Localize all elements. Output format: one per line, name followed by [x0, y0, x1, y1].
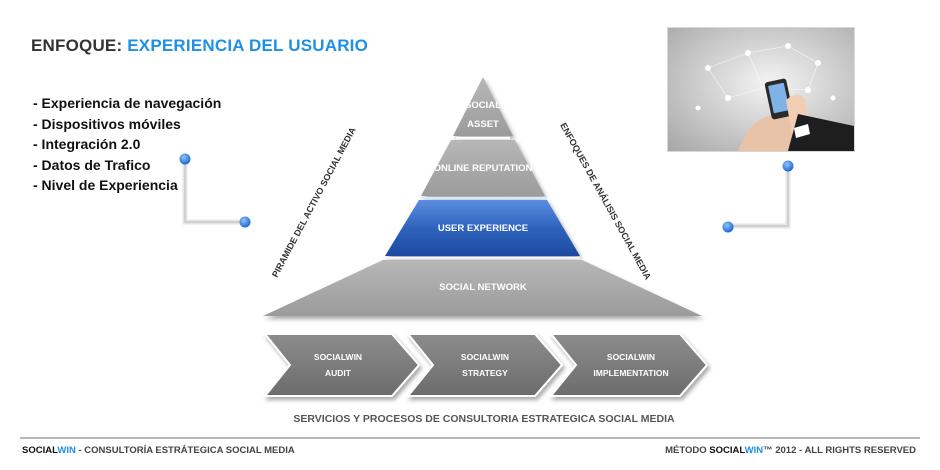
- left-connector: [179, 153, 251, 228]
- list-item: - Integración 2.0: [33, 136, 141, 152]
- social-network-photo: [667, 27, 855, 152]
- list-item: - Dispositivos móviles: [33, 115, 181, 132]
- pyramid-level-online-reputation: [421, 140, 545, 196]
- process-flow: [262, 333, 709, 397]
- connector-dot: [722, 221, 734, 233]
- connector-dot: [782, 160, 794, 172]
- pyramid-level-user-experience: [385, 200, 580, 256]
- level-label: SOCIAL NETWORK: [439, 282, 527, 293]
- footer-tagline: - CONSULTORÍA ESTRÁTEGICA SOCIAL MEDIA: [75, 445, 295, 456]
- footer-brand-a: SOCIAL: [22, 445, 58, 456]
- footer-method: MÉTODO: [665, 445, 710, 456]
- process-label: SOCIALWIN: [461, 352, 509, 362]
- right-connector: [722, 160, 794, 233]
- process-label: IMPLEMENTATION: [593, 368, 668, 378]
- hand-with-phone-icon: [738, 78, 854, 151]
- connector-dot: [239, 216, 251, 228]
- footer-brand-b: WIN: [744, 445, 764, 456]
- services-caption: SERVICIOS Y PROCESOS DE CONSULTORIA ESTR…: [293, 413, 675, 425]
- list-item: - Nivel de Experiencia: [33, 177, 178, 193]
- process-arrow-implementation: [548, 333, 709, 397]
- footer-brand-a: SOCIAL: [709, 445, 745, 456]
- level-label: USER EXPERIENCE: [438, 223, 528, 234]
- level-label: SOCIAL: [465, 100, 501, 111]
- page-title: ENFOQUE: EXPERIENCIA DEL USUARIO: [31, 36, 368, 56]
- pyramid-level-social-asset: [453, 77, 513, 136]
- process-arrow-audit: [262, 333, 421, 397]
- process-label: SOCIALWIN: [314, 352, 362, 362]
- pyramid-level-social-network: [263, 260, 702, 316]
- level-label: ASSET: [467, 119, 499, 130]
- process-label: AUDIT: [325, 368, 352, 378]
- footer-right: MÉTODO SOCIALWIN™ 2012 - ALL RIGHTS RESE…: [665, 445, 916, 456]
- connector-dot: [179, 153, 191, 165]
- level-label: ONLINE REPUTATION: [434, 163, 533, 174]
- list-item: - Experiencia de navegación: [33, 95, 222, 111]
- people-icon: [695, 43, 836, 111]
- footer-left: SOCIALWIN - CONSULTORÍA ESTRÁTEGICA SOCI…: [22, 445, 295, 456]
- left-side-label: PIRAMIDE DEL ACTIVO SOCIAL MEDIA: [270, 125, 358, 279]
- pyramid: [263, 77, 702, 316]
- focus-list: - Experiencia de navegación - Dispositiv…: [33, 93, 221, 196]
- process-arrow-strategy: [405, 333, 564, 397]
- process-label: STRATEGY: [462, 368, 508, 378]
- footer-brand-b: WIN: [57, 445, 76, 456]
- footer-divider: [20, 437, 920, 439]
- title-highlight: EXPERIENCIA DEL USUARIO: [127, 36, 369, 55]
- list-item: - Datos de Trafico: [33, 156, 151, 173]
- process-label: SOCIALWIN: [607, 352, 655, 362]
- footer-rights: ™ 2012 - ALL RIGHTS RESERVED: [763, 445, 916, 456]
- title-prefix: ENFOQUE:: [31, 36, 123, 55]
